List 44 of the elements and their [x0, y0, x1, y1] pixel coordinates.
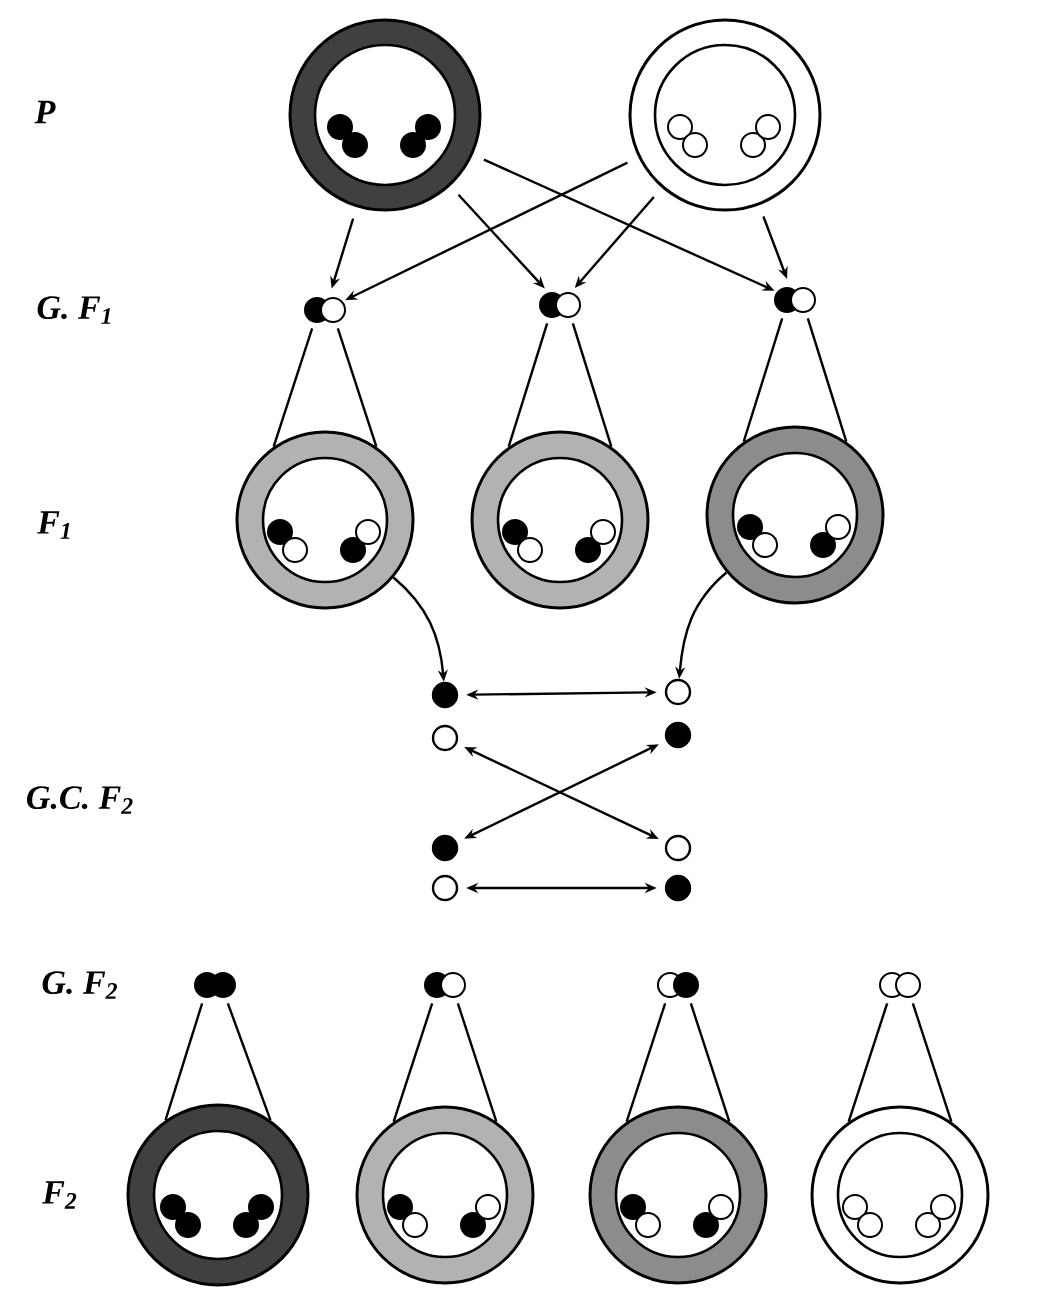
gamete-circle [431, 874, 459, 902]
connecting-line [336, 328, 378, 448]
row-label: G.C. F$_{2}$ [27, 786, 133, 814]
cell-drawing [288, 18, 482, 212]
connecting-line [226, 1002, 272, 1121]
cell-drawing [470, 430, 650, 610]
connecting-line [507, 323, 549, 448]
zygote-drawing [539, 292, 581, 318]
cell-drawing [235, 430, 415, 610]
gamete-circle [664, 834, 692, 862]
cell-drawing [588, 1105, 768, 1285]
cell-drawing [126, 1103, 310, 1287]
row-label: P [34, 100, 56, 124]
gamete-circle [664, 874, 692, 902]
connecting-line [689, 1003, 731, 1123]
connecting-line [164, 1003, 204, 1121]
gamete-circle [431, 834, 459, 862]
row-label: F$_{2}$ [42, 1181, 77, 1209]
zygote-drawing [194, 972, 236, 998]
cell-drawing [810, 1105, 990, 1285]
zygote-drawing [879, 972, 921, 998]
gamete-circle [431, 724, 459, 752]
gamete-circle [664, 678, 692, 706]
connecting-line [625, 1003, 667, 1123]
row-label: G. F$_{1}$ [37, 296, 111, 324]
connecting-line [571, 323, 613, 448]
connecting-line [847, 1003, 889, 1123]
gamete-circle [431, 681, 459, 709]
zygote-drawing [424, 972, 466, 998]
connecting-line [456, 1003, 498, 1123]
connecting-line [806, 318, 848, 443]
zygote-drawing [304, 297, 346, 323]
row-label: G. F$_{2}$ [42, 971, 117, 999]
row-label: F$_{1}$ [37, 511, 70, 539]
connecting-line [742, 318, 784, 443]
cell-drawing [628, 18, 822, 212]
zygote-drawing [657, 972, 699, 998]
cell-drawing [705, 425, 885, 605]
zygote-drawing [774, 287, 816, 313]
connecting-line [272, 327, 314, 448]
gamete-circle [664, 721, 692, 749]
connecting-line [911, 1003, 953, 1123]
connecting-line [392, 1003, 434, 1123]
cell-drawing [355, 1105, 535, 1285]
